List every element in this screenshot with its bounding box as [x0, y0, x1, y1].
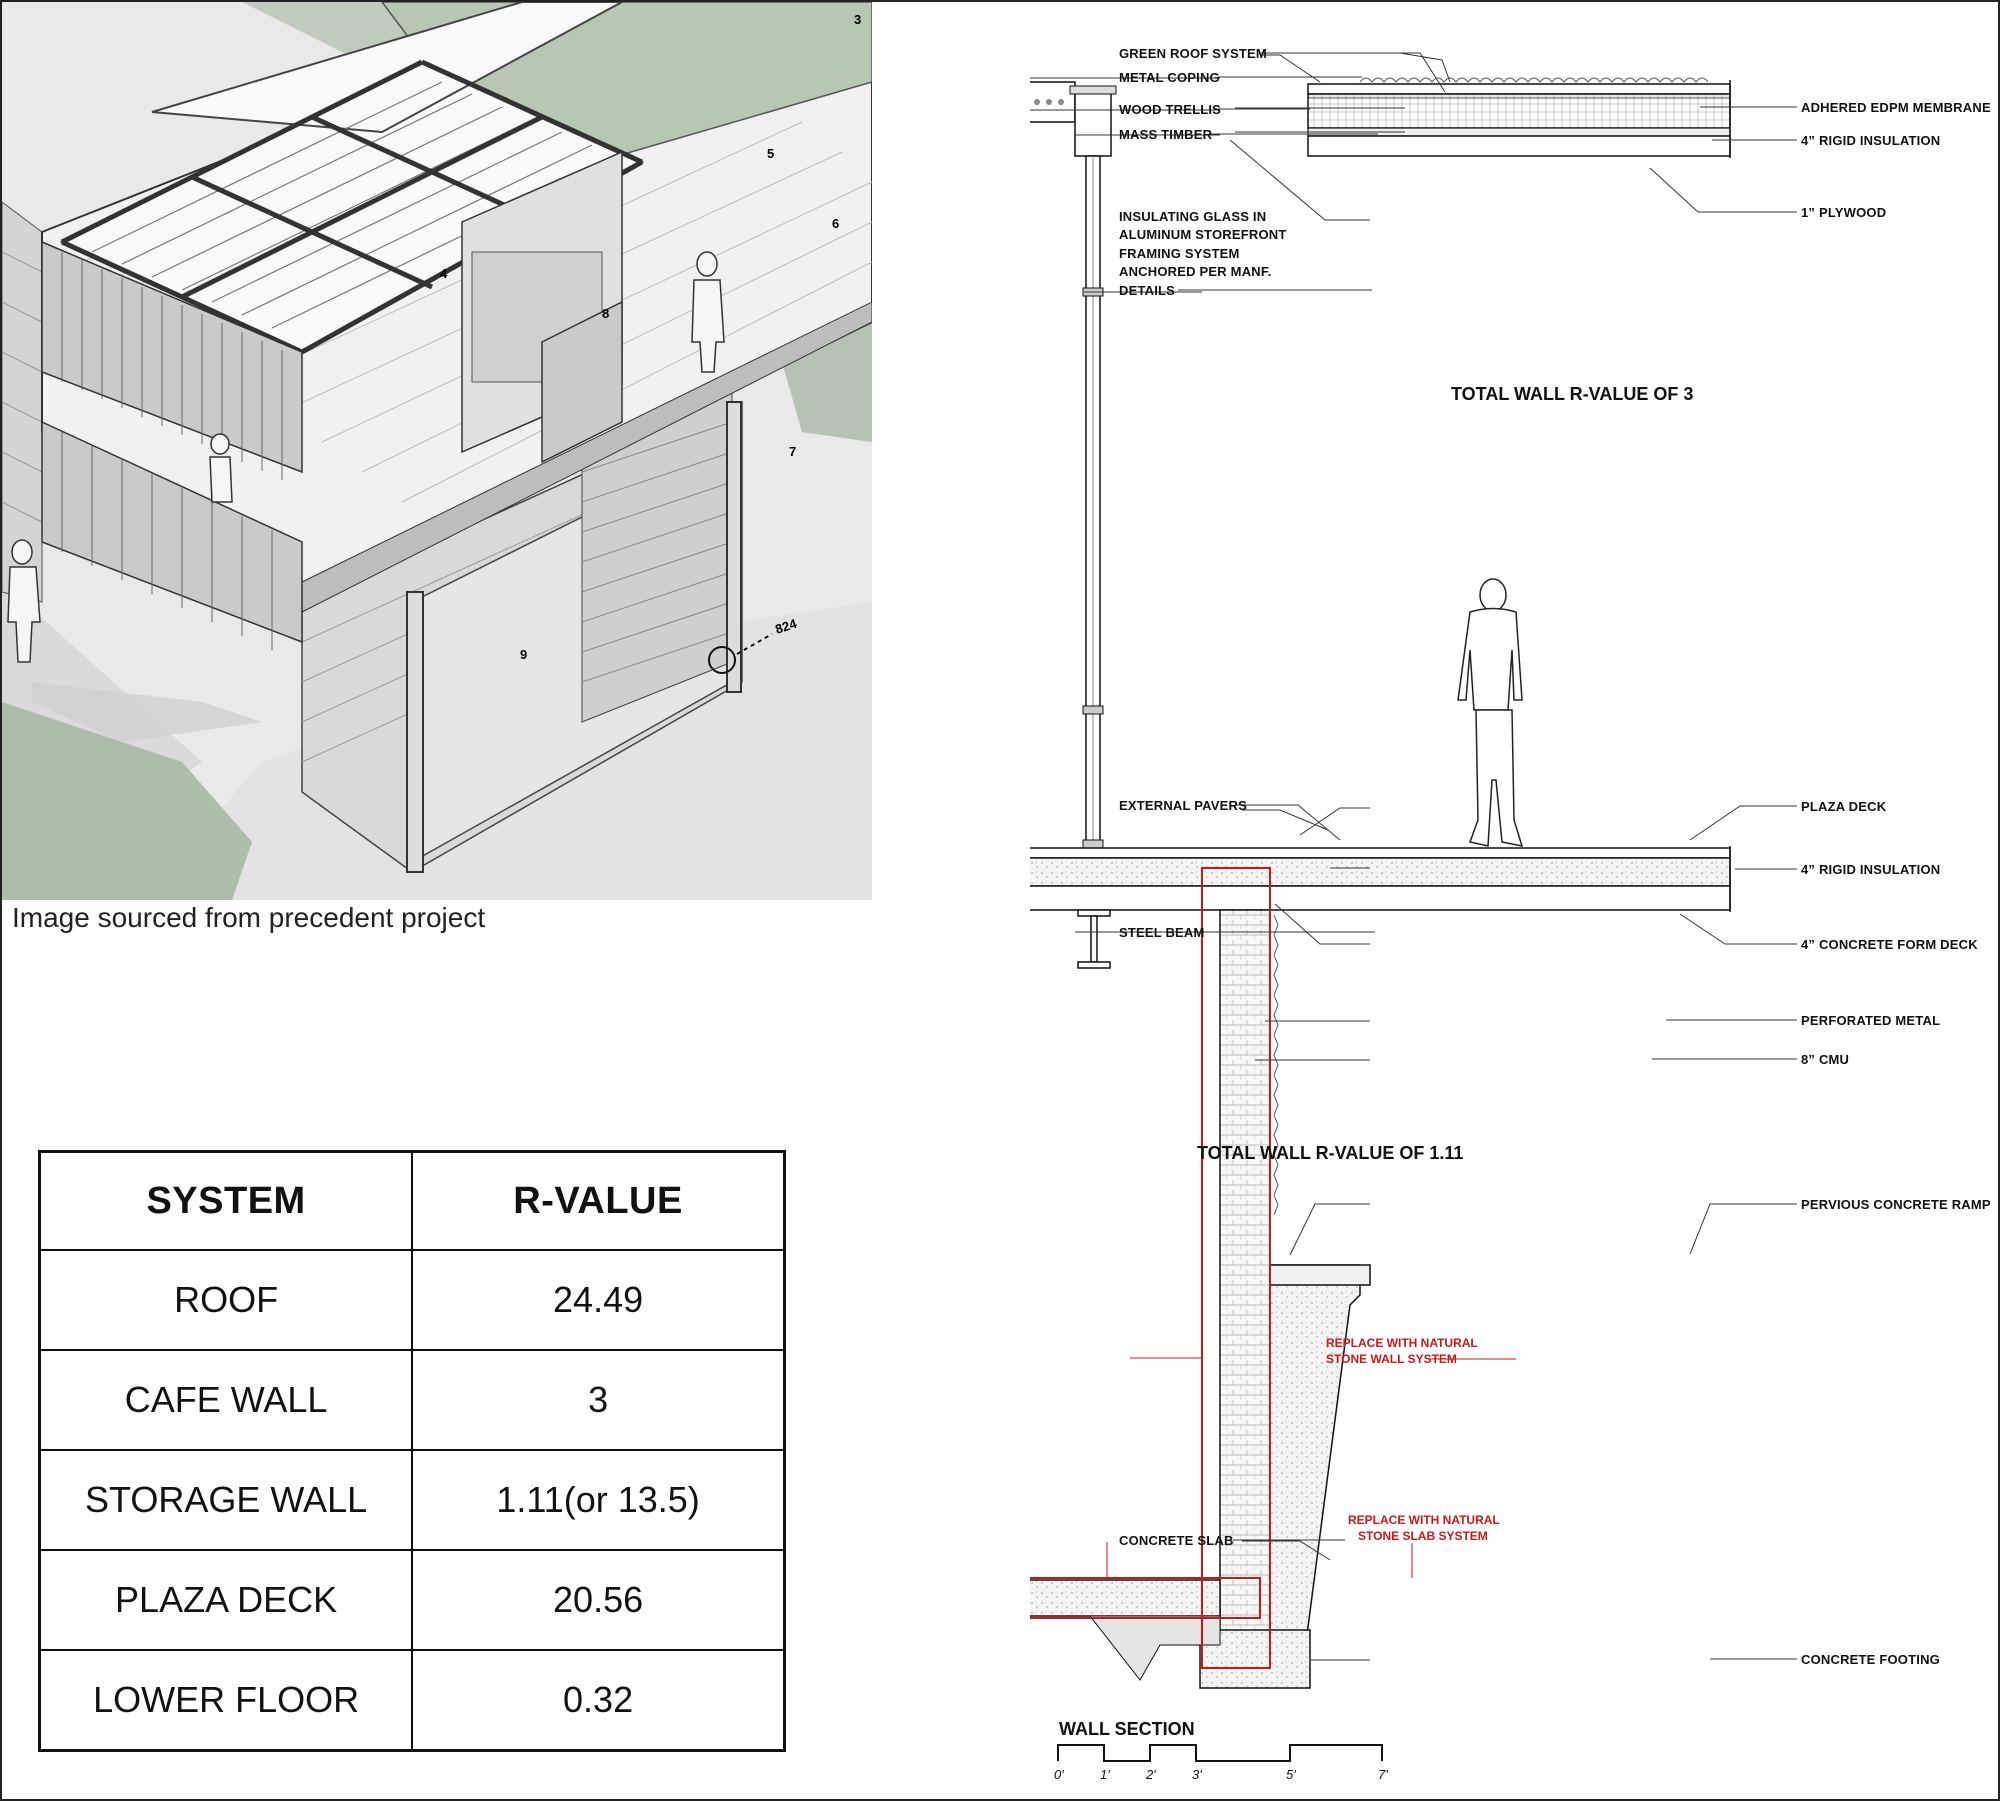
- callout-6: 6: [832, 216, 839, 231]
- callout-9: 9: [520, 647, 527, 662]
- axonometric-drawing: 3 4 5 6 7 8 9 824: [2, 2, 872, 900]
- header-r-value: R-VALUE: [411, 1150, 786, 1251]
- cell-system: STORAGE WALL: [38, 1449, 414, 1551]
- callout-824: 824: [773, 616, 799, 637]
- header-system: SYSTEM: [38, 1150, 414, 1251]
- table-row: CAFE WALL 3: [38, 1349, 786, 1451]
- callout-8: 8: [602, 306, 609, 321]
- r-value-table: SYSTEM R-VALUE ROOF 24.49 CAFE WALL 3 ST…: [38, 1150, 786, 1752]
- cell-system: LOWER FLOOR: [38, 1649, 414, 1752]
- table-row: STORAGE WALL 1.11(or 13.5): [38, 1449, 786, 1551]
- wall-section-drawing: GREEN ROOF SYSTEM METAL COPING WOOD TREL…: [1030, 20, 1998, 1795]
- table-row: LOWER FLOOR 0.32: [38, 1649, 786, 1752]
- image-caption: Image sourced from precedent project: [12, 902, 486, 933]
- cell-system: PLAZA DECK: [38, 1549, 414, 1651]
- cell-r-value: 3: [411, 1349, 786, 1451]
- cell-r-value: 20.56: [411, 1549, 786, 1651]
- cell-system: ROOF: [38, 1249, 414, 1351]
- axonometric-image: 3 4 5 6 7 8 9 824: [2, 2, 872, 900]
- callout-5: 5: [767, 146, 774, 161]
- wall-section-labels: [1030, 20, 1998, 1795]
- cell-system: CAFE WALL: [38, 1349, 414, 1451]
- callout-3: 3: [854, 12, 861, 27]
- cell-r-value: 1.11(or 13.5): [411, 1449, 786, 1551]
- table-header-row: SYSTEM R-VALUE: [38, 1150, 786, 1251]
- callout-4: 4: [440, 266, 448, 281]
- callout-7: 7: [789, 444, 796, 459]
- cell-r-value: 0.32: [411, 1649, 786, 1752]
- table-row: PLAZA DECK 20.56: [38, 1549, 786, 1651]
- wall-section-svg: GREEN ROOF SYSTEM METAL COPING WOOD TREL…: [1030, 52, 1731, 1689]
- table-row: ROOF 24.49: [38, 1249, 786, 1351]
- cell-r-value: 24.49: [411, 1249, 786, 1351]
